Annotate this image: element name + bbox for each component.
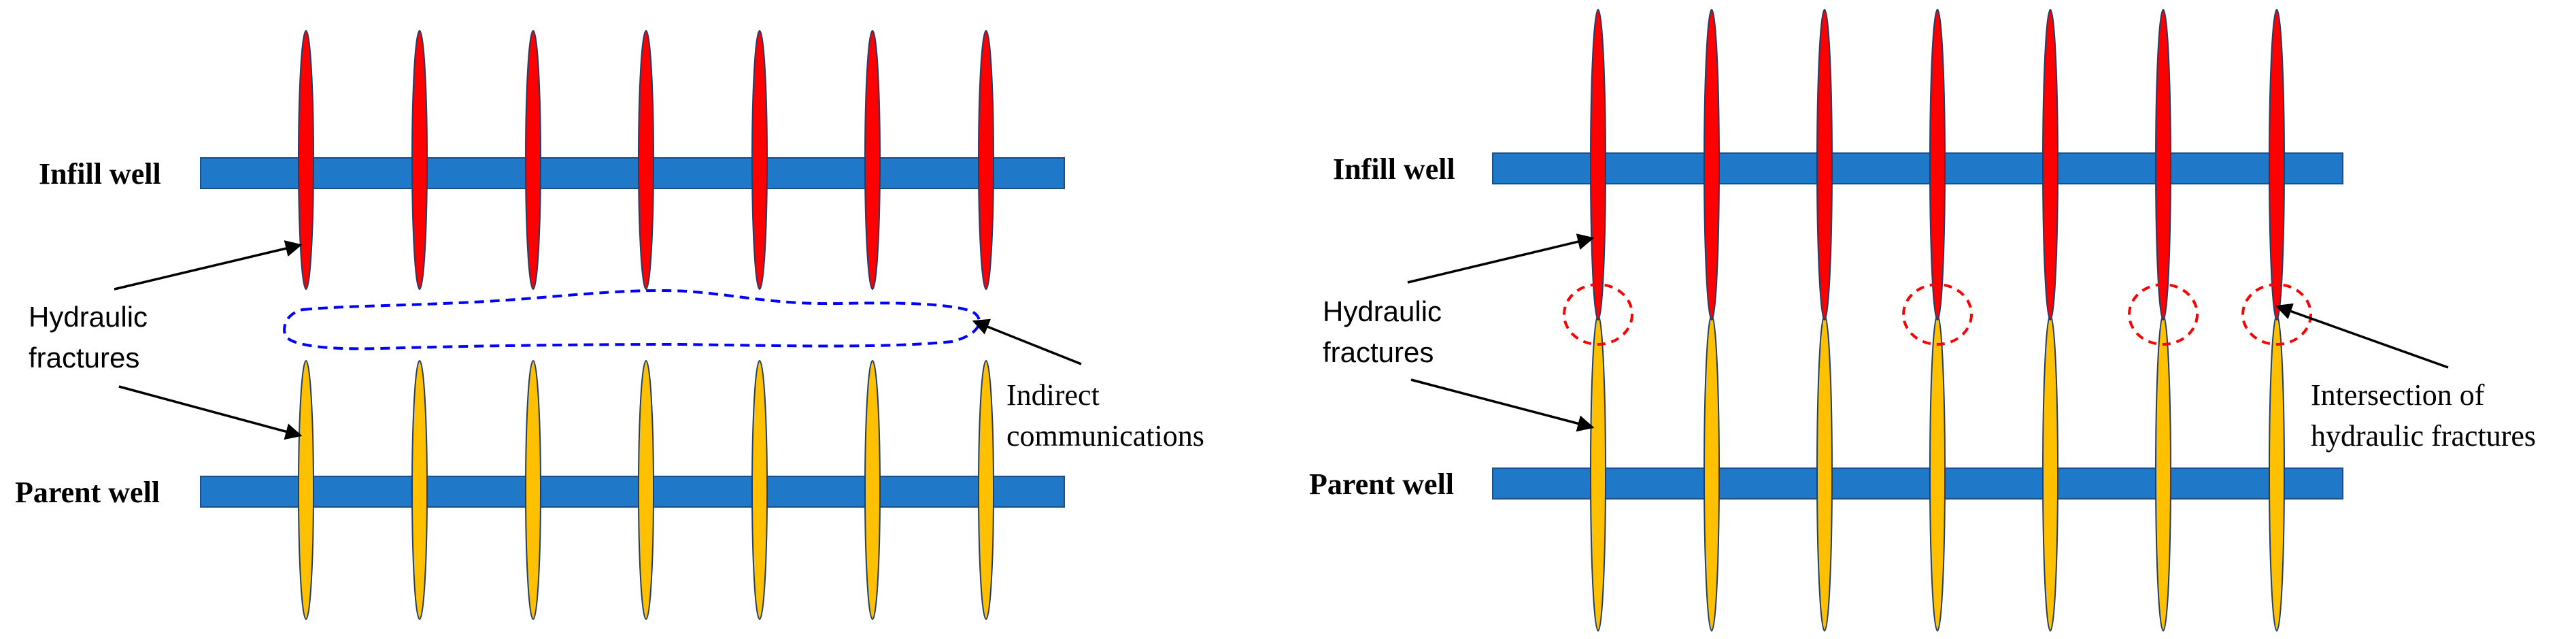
right-parent-fracture-4 <box>1929 314 1946 632</box>
left-parent-fracture-1 <box>298 360 314 620</box>
right-infill-fracture-7 <box>2269 9 2285 321</box>
right-infill-fracture-2 <box>1704 9 1720 321</box>
intersection-circles <box>1563 283 2312 346</box>
right-parent-fracture-3 <box>1816 314 1833 632</box>
right-parent-well <box>1492 468 2343 499</box>
left-infill-fracture-5 <box>751 30 768 290</box>
left-infill-well <box>200 157 1065 189</box>
left-parent-well-label: Parent well <box>15 476 160 509</box>
intersection-circle-4 <box>1902 283 1973 346</box>
left-infill-well-label: Infill well <box>39 157 161 191</box>
left-fractures-label-line2: fractures <box>29 342 139 374</box>
right-infill-well-label: Infill well <box>1333 152 1455 186</box>
left-parent-fracture-3 <box>525 360 541 620</box>
left-parent-fractures-overlay <box>298 360 994 620</box>
right-arrow-to-parent-fracture <box>1410 378 1595 432</box>
right-parent-fracture-2 <box>1704 314 1720 632</box>
left-indirect-label-line1: Indirect <box>1006 378 1100 412</box>
intersection-circle-7 <box>2241 283 2312 346</box>
right-arrow-to-infill-fracture <box>1407 233 1595 284</box>
left-fractures-label-line1: Hydraulic <box>29 301 148 333</box>
right-parent-fracture-7 <box>2269 314 2285 632</box>
right-fractures-label-line2: fractures <box>1323 336 1434 368</box>
left-indirect-label-line2: communications <box>1006 419 1204 453</box>
left-infill-fractures <box>298 30 994 290</box>
left-parent-fracture-7 <box>978 360 994 620</box>
right-parent-fracture-6 <box>2155 314 2171 632</box>
right-intersection-label-line1: Intersection of <box>2311 378 2485 412</box>
intersection-circle-6 <box>2128 283 2199 346</box>
right-infill-fracture-1 <box>1590 9 1606 321</box>
left-parent-fracture-4 <box>638 360 654 620</box>
right-arrow-to-intersection <box>2275 303 2449 369</box>
left-infill-fracture-3 <box>525 30 541 290</box>
right-infill-fracture-5 <box>2042 9 2058 321</box>
left-arrow-to-infill-fracture <box>114 240 303 291</box>
left-infill-fracture-1 <box>298 30 314 290</box>
right-fractures-label-line1: Hydraulic <box>1323 295 1442 327</box>
left-arrow-to-indirect-outline <box>972 318 1082 365</box>
right-infill-well <box>1492 152 2343 184</box>
right-intersection-label-line2: hydraulic fractures <box>2311 419 2536 453</box>
left-infill-fracture-4 <box>638 30 654 290</box>
right-infill-fracture-4 <box>1929 9 1946 321</box>
left-panel: Infill well Parent well Hydraulic fractu… <box>15 30 1204 620</box>
right-infill-fractures <box>1590 9 2285 321</box>
right-infill-fracture-3 <box>1816 9 1833 321</box>
left-parent-fracture-2 <box>411 360 428 620</box>
right-panel: Infill well Parent well Hydraulic fractu… <box>1309 9 2536 632</box>
right-parent-fracture-5 <box>2042 314 2058 632</box>
left-infill-fracture-7 <box>978 30 994 290</box>
right-parent-fracture-1 <box>1590 314 1606 632</box>
left-infill-fracture-2 <box>411 30 428 290</box>
right-parent-well-label: Parent well <box>1309 468 1454 501</box>
intersection-circle-1 <box>1563 283 1633 346</box>
left-parent-fracture-6 <box>864 360 881 620</box>
left-arrow-to-parent-fracture <box>118 385 303 440</box>
indirect-communication-outline <box>283 289 981 350</box>
left-infill-fracture-6 <box>864 30 881 290</box>
left-parent-well <box>200 476 1065 508</box>
right-infill-fracture-6 <box>2155 9 2171 321</box>
left-parent-fracture-5 <box>751 360 768 620</box>
